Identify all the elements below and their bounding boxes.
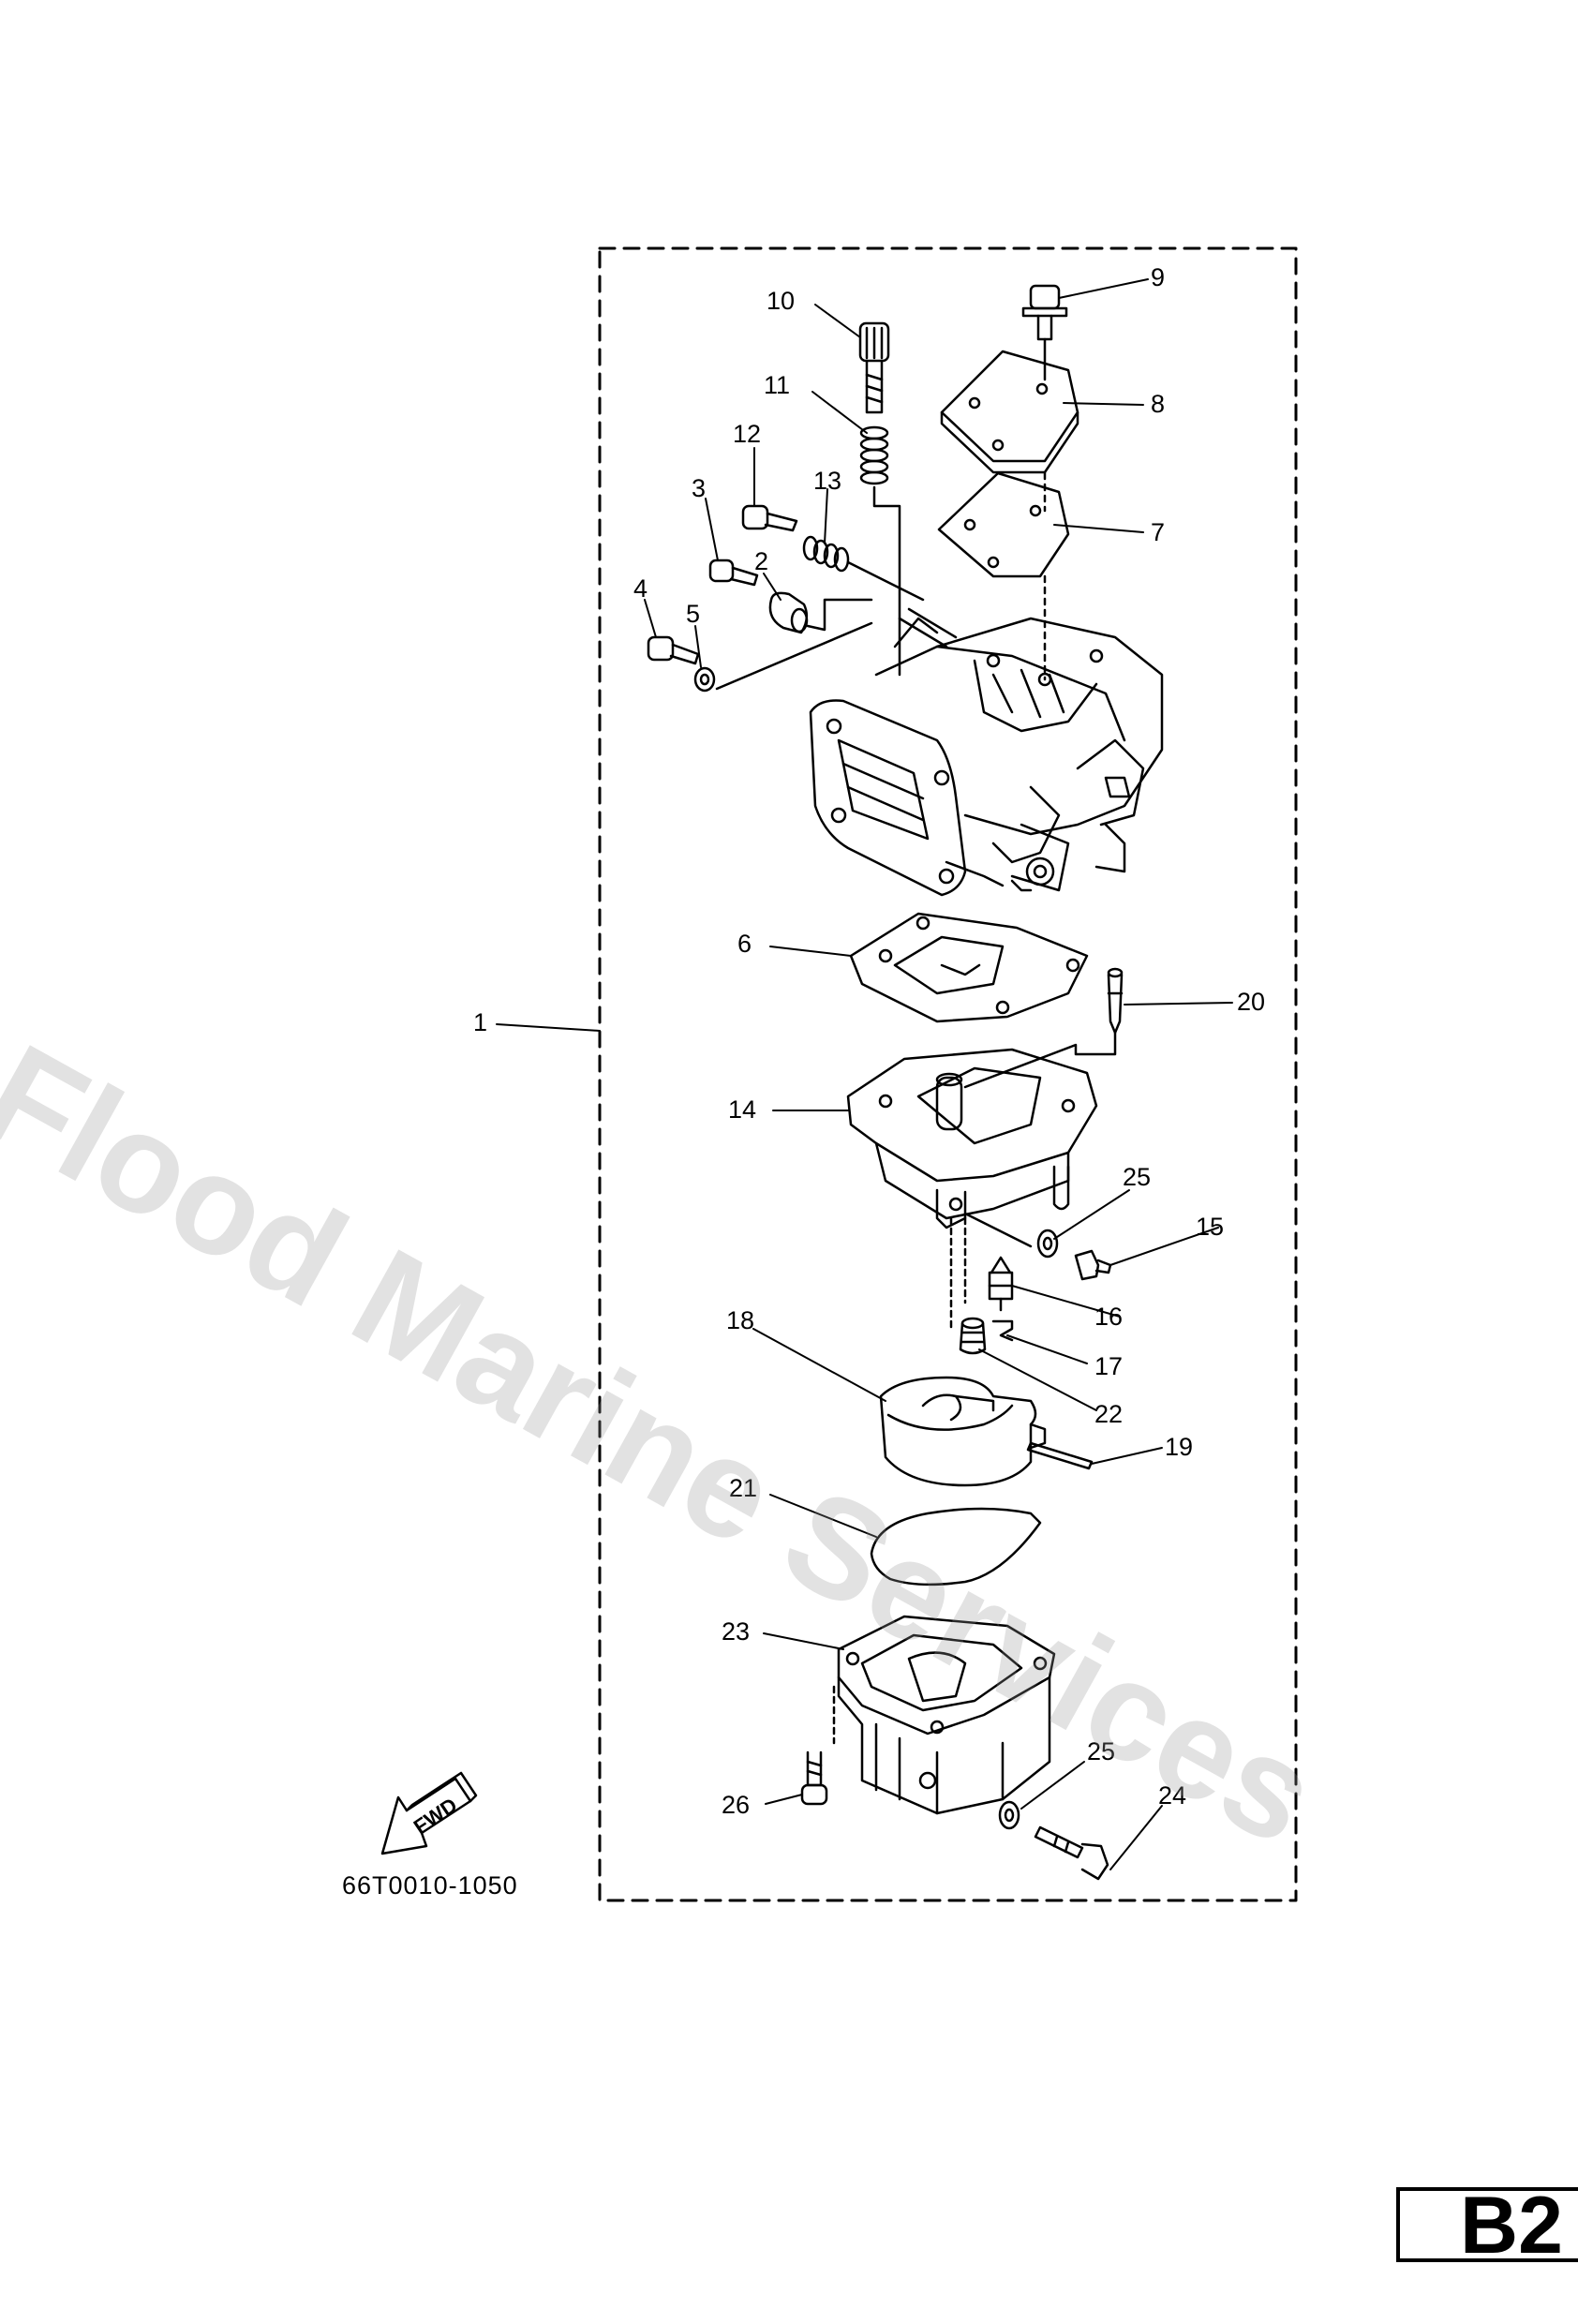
part-4-screw [647, 635, 700, 665]
callout-24: 24 [1158, 1781, 1186, 1810]
part-9-screw [1021, 284, 1068, 381]
callout-19: 19 [1165, 1433, 1193, 1461]
fwd-arrow-icon [380, 1771, 478, 1855]
part-2-cylinder [768, 591, 873, 634]
part-5-washer [693, 621, 873, 693]
leader-lines [496, 278, 1233, 1870]
callout-15: 15 [1196, 1213, 1224, 1241]
part-24-screw [1034, 1825, 1109, 1881]
part-13-spring [802, 535, 925, 602]
part-25-washer-lower [998, 1800, 1020, 1830]
part-18-float [879, 1376, 1047, 1487]
callout-14: 14 [728, 1095, 756, 1124]
callout-20: 20 [1237, 988, 1265, 1016]
callout-16: 16 [1094, 1303, 1123, 1331]
callout-5: 5 [686, 600, 700, 628]
part-3-screw [708, 559, 759, 587]
callout-4: 4 [633, 574, 648, 603]
callout-8: 8 [1151, 390, 1165, 418]
carburetor-body [809, 607, 1164, 897]
part-6-gasket [849, 912, 1089, 1023]
callout-25-lower: 25 [1087, 1737, 1115, 1765]
part-16-valve [988, 1256, 1014, 1312]
callout-25-upper: 25 [1123, 1163, 1151, 1191]
part-19-pin [1026, 1441, 1094, 1470]
part-11-spring [859, 425, 901, 677]
callout-10: 10 [767, 287, 795, 315]
callout-7: 7 [1151, 518, 1165, 546]
callout-17: 17 [1094, 1352, 1123, 1380]
part-22-jet [959, 1317, 987, 1355]
page-id-box: B2 [1396, 2187, 1578, 2262]
callout-22: 22 [1094, 1400, 1123, 1428]
page-id: B2 [1460, 2187, 1563, 2262]
callout-2: 2 [754, 547, 768, 575]
callout-13: 13 [813, 467, 841, 495]
callout-3: 3 [692, 474, 706, 502]
part-21-gasket [870, 1507, 1042, 1587]
assembly-boundary [598, 246, 1298, 1902]
callout-21: 21 [729, 1474, 757, 1502]
callout-23: 23 [722, 1617, 750, 1646]
part-12-screw [741, 504, 798, 532]
part-15-screw [1074, 1249, 1112, 1281]
callout-26: 26 [722, 1791, 750, 1819]
callout-9: 9 [1151, 263, 1165, 291]
part-14-plate [846, 1048, 1098, 1333]
callout-12: 12 [733, 420, 761, 448]
callout-1: 1 [473, 1008, 487, 1036]
callout-numbers: 10 11 12 13 3 2 4 5 9 8 7 6 20 1 14 25 1… [473, 263, 1265, 1819]
callout-18: 18 [726, 1306, 754, 1334]
fwd-label: FWD [409, 1793, 462, 1839]
callout-6: 6 [737, 930, 752, 958]
part-26-screw [800, 1750, 828, 1806]
diagram-part-code: 66T0010-1050 [342, 1871, 518, 1899]
callout-11: 11 [764, 371, 790, 399]
part-23-bowl [832, 1615, 1056, 1815]
part-25-washer-upper [1036, 1229, 1059, 1259]
part-10-screw [858, 321, 890, 414]
part-8-cover [940, 350, 1079, 463]
part-7-gasket [937, 471, 1070, 578]
part-17-clip [991, 1319, 1014, 1342]
